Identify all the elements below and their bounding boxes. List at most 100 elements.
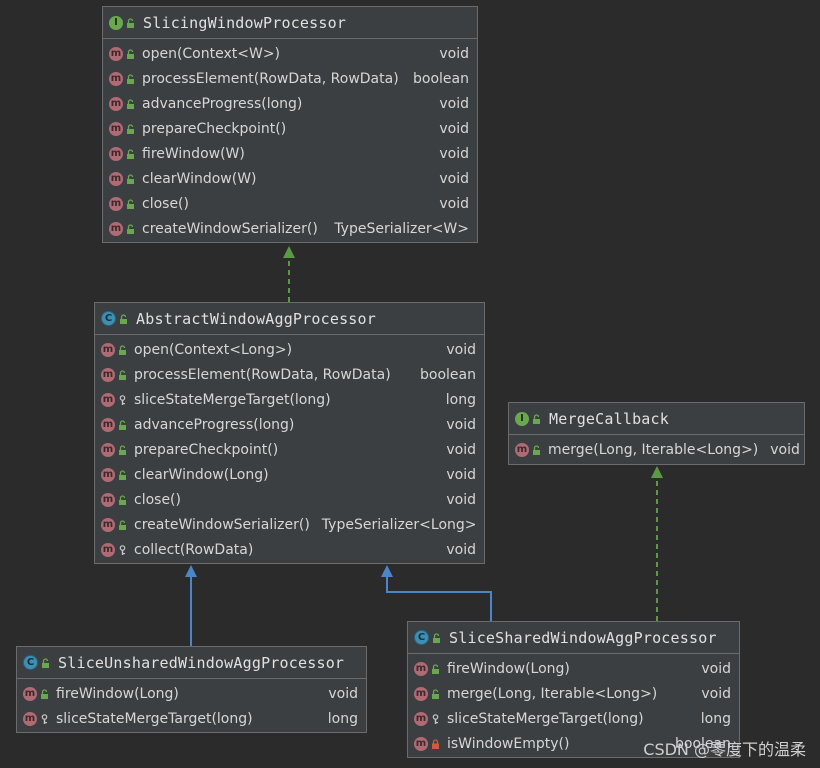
return-type: boolean (420, 366, 476, 383)
return-type: void (439, 120, 469, 137)
method-icon: m (109, 71, 123, 86)
public-icon (127, 17, 134, 28)
method-signature: clearWindow(Long) (134, 466, 269, 483)
watermark: CSDN @零度下的温柔 (643, 740, 806, 759)
method-signature: merge(Long, Iterable<Long>) (447, 685, 658, 702)
interface-icon: I (515, 411, 529, 426)
method-row[interactable]: m close() void (103, 191, 477, 216)
return-type: void (446, 441, 476, 458)
method-row[interactable]: m sliceStateMergeTarget(long) long (408, 706, 739, 731)
method-row[interactable]: m collect(RowData) void (95, 537, 484, 562)
method-list: m fireWindow(Long) void m merge(Long, Iterab… (408, 654, 739, 756)
class-name: SliceUnsharedWindowAggProcessor (58, 653, 345, 672)
method-signature: sliceStateMergeTarget(long) (134, 391, 331, 408)
method-icon: m (109, 171, 123, 186)
method-icon: m (109, 96, 123, 111)
method-signature: advanceProgress(long) (134, 416, 295, 433)
public-icon (37, 688, 49, 699)
method-icon: m (109, 196, 123, 211)
return-type: void (328, 685, 358, 702)
method-row[interactable]: m prepareCheckpoint() void (103, 116, 477, 141)
method-icon: m (414, 736, 428, 751)
method-signature: collect(RowData) (134, 541, 254, 558)
extends-arrowhead-unshared (185, 565, 197, 577)
method-icon: m (109, 121, 123, 136)
method-signature: prepareCheckpoint() (142, 120, 287, 137)
return-type: void (439, 195, 469, 212)
return-type: void (701, 685, 731, 702)
return-type: long (445, 391, 476, 408)
extends-arrowhead-shared (381, 565, 393, 577)
method-signature: processElement(RowData, RowData) (142, 70, 399, 87)
return-type: long (700, 710, 731, 727)
method-signature: close() (142, 195, 189, 212)
return-type: void (446, 416, 476, 433)
class-slice-shared-window-agg-processor[interactable]: C SliceSharedWindowAggProcessor m fireWin… (407, 621, 740, 758)
method-icon: m (23, 711, 37, 726)
public-icon (428, 663, 440, 674)
public-icon (120, 313, 127, 324)
return-type: void (439, 145, 469, 162)
method-signature: clearWindow(W) (142, 170, 257, 187)
class-name: AbstractWindowAggProcessor (136, 309, 376, 328)
method-signature: prepareCheckpoint() (134, 441, 279, 458)
method-signature: advanceProgress(long) (142, 95, 303, 112)
method-signature: sliceStateMergeTarget(long) (447, 710, 644, 727)
method-signature: createWindowSerializer() (142, 220, 318, 237)
return-type: void (701, 660, 731, 677)
protected-icon (428, 713, 440, 724)
public-icon (123, 173, 135, 184)
method-signature: open(Context<W>) (142, 45, 281, 62)
method-row[interactable]: m advanceProgress(long) void (95, 412, 484, 437)
class-header: C SliceSharedWindowAggProcessor (408, 622, 739, 654)
class-icon: C (414, 630, 429, 645)
method-icon: m (101, 342, 115, 357)
interface-icon: I (109, 15, 123, 30)
method-icon: m (101, 542, 115, 557)
public-icon (115, 494, 127, 505)
public-icon (115, 344, 127, 355)
method-icon: m (414, 711, 428, 726)
class-name: MergeCallback (549, 409, 669, 428)
method-icon: m (109, 221, 123, 236)
method-icon: m (101, 392, 115, 407)
class-icon: C (23, 655, 38, 670)
public-icon (115, 469, 127, 480)
method-icon: m (101, 417, 115, 432)
public-icon (123, 148, 135, 159)
method-icon: m (101, 492, 115, 507)
method-row[interactable]: m sliceStateMergeTarget(long) long (95, 387, 484, 412)
method-signature: sliceStateMergeTarget(long) (56, 710, 253, 727)
method-signature: fireWindow(Long) (447, 660, 570, 677)
class-header: C AbstractWindowAggProcessor (95, 303, 484, 335)
return-type: void (446, 541, 476, 558)
return-type: boolean (675, 735, 731, 752)
public-icon (123, 98, 135, 109)
